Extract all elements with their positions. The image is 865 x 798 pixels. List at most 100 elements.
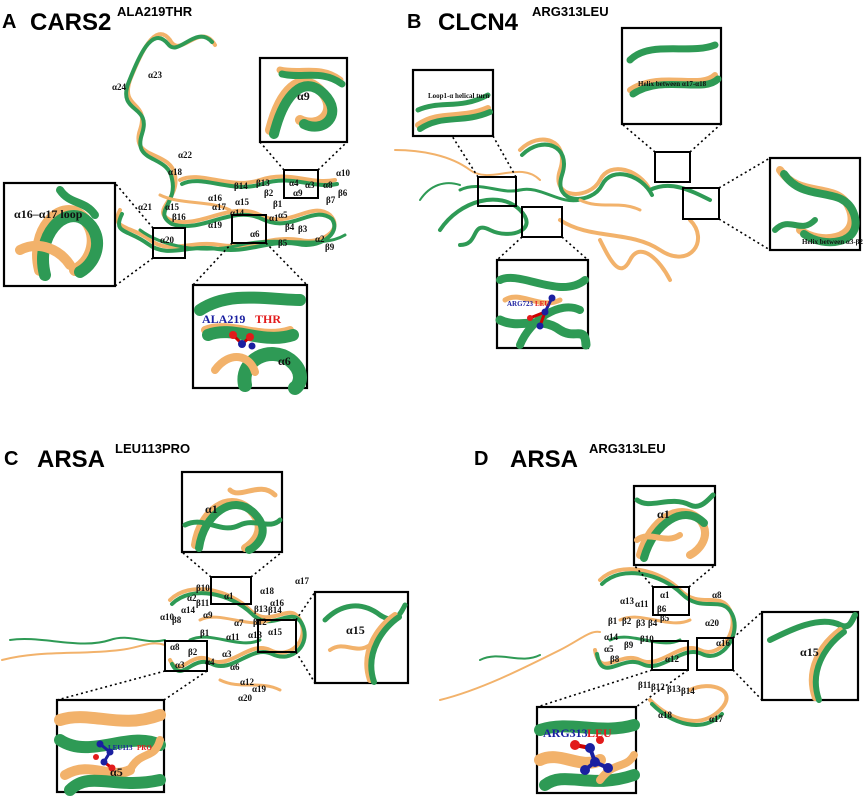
panel-c-structure <box>1 587 307 692</box>
sse-label: β10 <box>640 634 654 644</box>
residue-wt-label: ARG723 <box>507 300 534 308</box>
panel-b-focus-box-mutation <box>521 206 563 238</box>
panel-c-focus-box-mutation <box>164 640 208 672</box>
sse-label: α12 <box>665 654 680 664</box>
panel-d-sse-labels: α1 α11 β6 β5 α13 β1 β2 β3 β4 α20 α14 β10… <box>604 590 731 724</box>
sse-label: α13 <box>248 630 263 640</box>
sse-label: α11 <box>635 599 649 609</box>
sse-label: α9 <box>293 188 303 198</box>
residue-wt-label: LEU113 <box>108 744 133 752</box>
sse-label: β11 <box>638 680 652 690</box>
inset-a1-label: α1 <box>205 502 218 516</box>
panel-d-inset-a15: α15 <box>760 610 860 703</box>
sse-label: α21 <box>138 202 153 212</box>
inset-a9-label: α9 <box>297 89 310 103</box>
sse-label: α2 <box>187 593 197 603</box>
sse-label: α1 <box>660 590 670 600</box>
panel-b-focus-box-loop <box>477 176 517 207</box>
sse-label: α4 <box>289 178 299 188</box>
sse-label: β13 <box>254 604 268 614</box>
panel-b-inset-loop: Loop1-α helical turn <box>411 68 495 138</box>
residue-mut-label: THR <box>255 312 281 326</box>
connector-line <box>621 123 656 153</box>
residue-sticks <box>93 740 116 772</box>
panel-d-gene: ARSA <box>510 446 578 473</box>
sse-label: α1 <box>224 591 234 601</box>
sse-label: β2 <box>264 188 274 198</box>
sse-label: α20 <box>705 618 720 628</box>
connector-line <box>689 123 722 153</box>
panel-a-focus-box-mutation <box>231 214 267 244</box>
connector-line <box>181 551 212 578</box>
connector-line <box>163 670 208 701</box>
sse-label: β14 <box>268 605 282 615</box>
panel-b-inset-mutation: ARG723 LEU <box>495 258 591 350</box>
sse-label: β14 <box>681 686 695 696</box>
sse-label: α17 <box>295 576 310 586</box>
panel-d-focus-box-mutation <box>651 640 689 671</box>
panel-c-inset-mutation: LEU113 PRO α5 <box>54 698 166 796</box>
residue-wt-label: ARG313 <box>543 726 588 740</box>
sse-label: α8 <box>170 642 180 652</box>
sse-label: β6 <box>338 188 348 198</box>
panel-c-gene: ARSA <box>37 446 105 473</box>
sse-label: α18 <box>168 167 183 177</box>
panel-d-focus-box-a1 <box>652 586 690 616</box>
panel-b-inset-top: Helix between α17-α18 <box>620 26 723 126</box>
connector-line <box>317 141 348 171</box>
sse-label: α16 <box>270 598 285 608</box>
inset-loop-label: α16–α17 loop <box>14 207 83 221</box>
residue-wt-label: ALA219 <box>202 312 245 326</box>
panel-letter-a: A <box>2 11 16 33</box>
inset-a6-label: α6 <box>278 354 291 368</box>
sse-label: α3 <box>175 660 185 670</box>
sse-label: β8 <box>172 615 182 625</box>
connector-line <box>536 669 653 708</box>
connector-line <box>295 591 316 621</box>
panel-c-sse-labels: β10 α17 α18 α2 β11 α1 α16 α14 β13 β14 α1… <box>160 576 310 703</box>
sse-label: α11 <box>226 632 240 642</box>
panel-letter-b: B <box>407 11 421 33</box>
sse-label: β5 <box>660 613 670 623</box>
panel-a-gene: CARS2 <box>30 9 111 36</box>
inset-loop-label: Loop1-α helical turn <box>428 92 490 100</box>
sse-label: α6 <box>230 662 240 672</box>
sse-label: α19 <box>252 684 267 694</box>
connector-line <box>492 135 517 178</box>
panel-d: D ARSA ARG313LEU α1 α11 β6 β5 α13 β1 β2 … <box>439 441 860 795</box>
panel-d-inset-a1: α1 <box>632 484 717 567</box>
sse-label: β11 <box>196 598 210 608</box>
residue-mut-label: PRO <box>137 744 152 752</box>
connector-line <box>688 564 716 588</box>
sse-label: β16 <box>172 212 186 222</box>
sse-label: β12 <box>651 682 665 692</box>
connector-line <box>265 242 308 286</box>
connector-line <box>635 669 689 708</box>
connector-line <box>295 651 316 684</box>
sse-label: β9 <box>325 242 335 252</box>
inset-right-label: Helix between α3-β2 <box>802 238 863 246</box>
panel-a-inset-mutation: ALA219 THR α6 <box>191 283 309 395</box>
panel-d-focus-box-a15 <box>696 637 734 671</box>
panel-b-gene: CLCN4 <box>438 9 519 36</box>
sse-label: α20 <box>160 235 175 245</box>
panel-a: A CARS2 ALA219THR α23 α24 α22 α18 α21 α1… <box>2 4 351 395</box>
sse-label: β12 <box>253 617 267 627</box>
sse-label: α4 <box>205 657 215 667</box>
sse-label: α8 <box>712 590 722 600</box>
residue-sticks <box>527 294 556 330</box>
panel-a-inset-a9: α9 <box>258 56 349 144</box>
sse-label: β6 <box>657 604 667 614</box>
panel-c-inset-a1: α1 <box>180 470 284 554</box>
panel-letter-c: C <box>4 448 18 470</box>
inset-a1-label: α1 <box>657 507 670 521</box>
sse-label: α15 <box>268 627 283 637</box>
sse-label: α3 <box>305 180 315 190</box>
sse-label: β8 <box>610 654 620 664</box>
sse-label: α23 <box>148 70 163 80</box>
connector-line <box>114 257 154 287</box>
panel-a-focus-box-loop <box>152 227 186 259</box>
sse-label: β3 <box>636 618 646 628</box>
sse-label: α13 <box>620 596 635 606</box>
